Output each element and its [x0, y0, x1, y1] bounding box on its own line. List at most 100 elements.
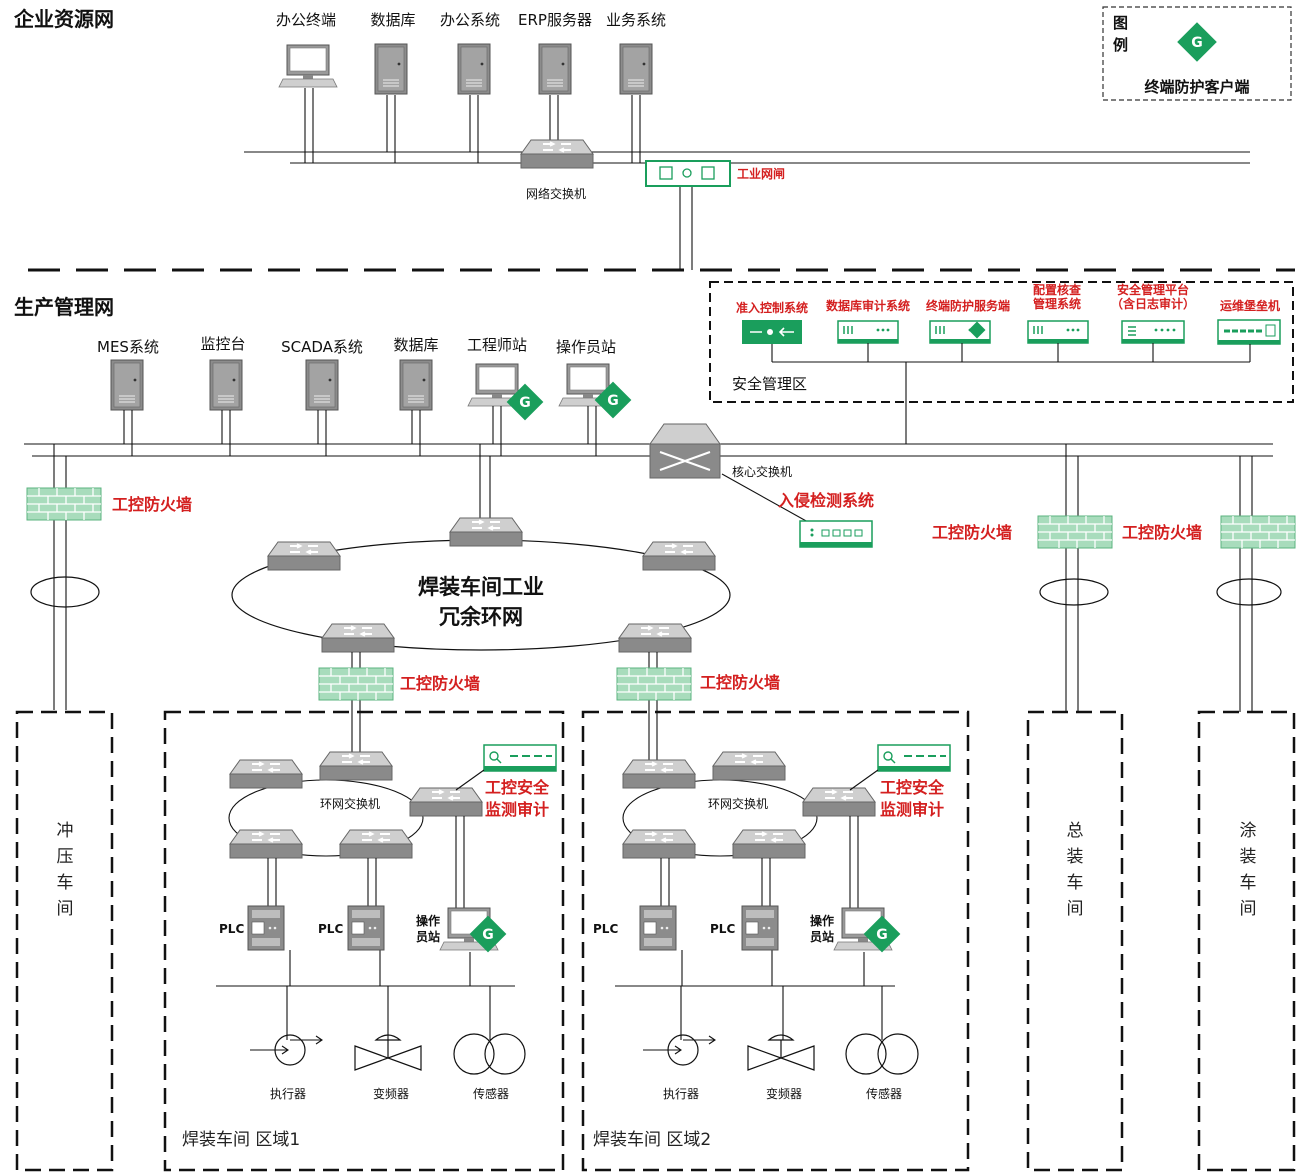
- security-item-label: 准入控制系统: [736, 300, 808, 315]
- device-label: SCADA系统: [281, 338, 363, 356]
- monitor-audit-label: 工控安全: [880, 778, 945, 797]
- firewall-icon: [1220, 515, 1296, 549]
- svg-text:G: G: [1191, 35, 1203, 51]
- painting-workshop: 涂 装 车 间: [1197, 710, 1296, 1172]
- sensor-icon: [845, 1033, 919, 1075]
- production-database-icon: [399, 359, 433, 411]
- zone-title: 焊装车间 区域1: [182, 1130, 300, 1150]
- actuator-icon: [643, 1034, 716, 1066]
- firewall-label: 工控防火墙: [112, 495, 192, 514]
- field-label: 执行器: [663, 1087, 699, 1101]
- config-check-icon: [1027, 320, 1089, 344]
- enterprise-devices: 办公终端 数据库 办公系统 ERP服务器 业务系统: [276, 11, 666, 95]
- firewall-label: 工控防火墙: [700, 673, 780, 692]
- legend-title-2: 例: [1113, 36, 1128, 54]
- enterprise-links: [244, 88, 1250, 270]
- security-item-label-2: （含日志审计）: [1111, 296, 1195, 311]
- security-item-label: 数据库审计系统: [826, 298, 910, 313]
- svg-text:间: 间: [1240, 899, 1257, 919]
- ring-switch-icon: [618, 623, 692, 653]
- mes-server-icon: [110, 359, 144, 411]
- inverter-icon: [747, 1034, 815, 1071]
- monitor-console-icon: [209, 359, 243, 411]
- production-devices: MES系统 监控台 SCADA系统 数据库 工程师站 操作员站: [97, 335, 632, 421]
- device-label: MES系统: [97, 338, 159, 356]
- sensor-icon: [453, 1033, 526, 1075]
- device-label: 业务系统: [606, 11, 666, 29]
- device-label: 操作员站: [556, 338, 616, 356]
- office-terminal-icon: [278, 44, 338, 88]
- svg-text:操作: 操作: [416, 913, 440, 928]
- ring-title-2: 冗余环网: [439, 605, 523, 629]
- production-network-title: 生产管理网: [14, 295, 114, 319]
- ring-switch-label: 环网交换机: [320, 796, 380, 811]
- firewall-icon: [616, 667, 692, 701]
- field-label: 传感器: [473, 1086, 509, 1101]
- device-label: 数据库: [370, 11, 415, 29]
- plc-label: PLC: [318, 922, 343, 936]
- legend-caption: 终端防护客户端: [1144, 78, 1249, 96]
- ring-switch-icon: [642, 541, 716, 571]
- firewall-icon: [26, 487, 102, 521]
- svg-text:装: 装: [1067, 847, 1084, 867]
- security-item-label: 安全管理平台: [1117, 282, 1189, 297]
- device-label: 工程师站: [467, 336, 527, 354]
- device-label: 办公系统: [440, 11, 500, 29]
- plc-icon: [741, 905, 779, 951]
- ring-switch-icon: [449, 517, 523, 547]
- svg-text:涂: 涂: [1240, 821, 1257, 841]
- device-label: ERP服务器: [518, 11, 592, 29]
- svg-text:间: 间: [57, 899, 74, 919]
- zone-title: 焊装车间 区域2: [593, 1130, 711, 1150]
- field-label: 执行器: [270, 1087, 306, 1101]
- svg-text:操作: 操作: [810, 913, 834, 928]
- monitor-audit-label-2: 监测审计: [880, 800, 944, 819]
- firewall-label: 工控防火墙: [400, 674, 480, 693]
- svg-text:车: 车: [1240, 873, 1257, 893]
- monitor-audit-label: 工控安全: [485, 778, 550, 797]
- legend-title-1: 图: [1113, 14, 1128, 32]
- assembly-workshop: 总 装 车 间: [1026, 710, 1124, 1172]
- svg-text:车: 车: [57, 873, 74, 893]
- plc-icon: [347, 905, 385, 951]
- production-links: [24, 362, 1273, 712]
- device-label: 办公终端: [276, 11, 336, 29]
- svg-text:装: 装: [1240, 847, 1257, 867]
- field-label: 变频器: [373, 1086, 409, 1101]
- ring-switch-icon: [321, 623, 395, 653]
- security-item-label: 终端防护服务端: [926, 298, 1010, 313]
- industrial-gateway-icon: [645, 160, 731, 187]
- network-switch-label: 网络交换机: [526, 186, 586, 201]
- svg-text:员站: 员站: [810, 929, 834, 944]
- security-item-label: 运维堡垒机: [1220, 298, 1280, 313]
- svg-text:间: 间: [1067, 899, 1084, 919]
- device-label: 数据库: [393, 336, 438, 354]
- plc-icon: [247, 905, 285, 951]
- core-switch-icon: [649, 423, 721, 479]
- scada-server-icon: [305, 359, 339, 411]
- security-item-label: 配置核查: [1033, 282, 1082, 297]
- plc-label: PLC: [710, 922, 735, 936]
- audit-device-icon: [483, 744, 557, 772]
- svg-text:压: 压: [57, 847, 74, 867]
- audit-device-icon: [877, 744, 951, 772]
- ring-switch-label: 环网交换机: [708, 796, 768, 811]
- security-zone-title: 安全管理区: [732, 375, 807, 393]
- svg-text:总: 总: [1067, 821, 1084, 841]
- ids-label: 入侵检测系统: [778, 491, 874, 510]
- security-management-zone: 准入控制系统 数据库审计系统 终端防护服务端 配置核查 管理系统 安全管理平台 …: [709, 281, 1294, 403]
- bastion-host-icon: [1217, 319, 1281, 345]
- actuator-icon: [250, 1034, 323, 1066]
- industrial-gateway-label: 工业网闸: [737, 166, 785, 181]
- field-label: 传感器: [866, 1086, 902, 1101]
- ring-switch-icon: [267, 541, 341, 571]
- security-platform-icon: [1121, 320, 1185, 344]
- monitor-audit-label-2: 监测审计: [485, 800, 549, 819]
- business-system-server-icon: [619, 43, 653, 95]
- svg-text:冲: 冲: [57, 821, 74, 841]
- security-item-label-2: 管理系统: [1033, 296, 1081, 311]
- firewall-label: 工控防火墙: [932, 523, 1012, 542]
- field-label: 变频器: [766, 1086, 802, 1101]
- welding-zone-1: 环网交换机 工控安全 监测审计 PLC PLC 操作 员站 执行器 变频器 传感…: [163, 710, 565, 1172]
- terminal-protection-legend-icon: G: [1177, 22, 1217, 62]
